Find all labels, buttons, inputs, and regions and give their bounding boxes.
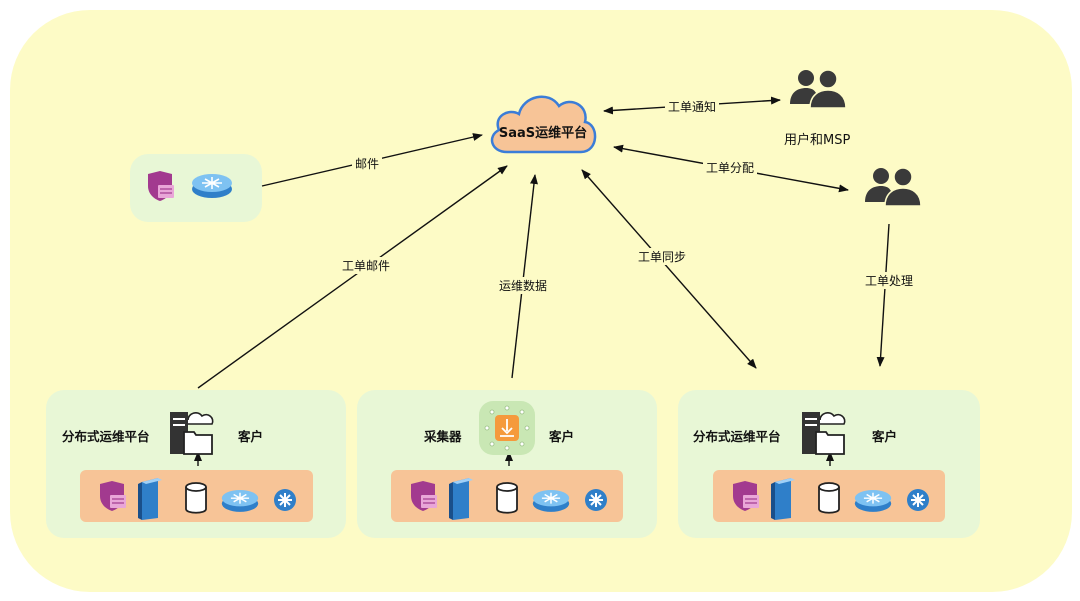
edge-ops-data [511, 174, 538, 379]
server-cloud-icon [802, 411, 846, 455]
network-switch-icon [907, 489, 929, 511]
database-icon [496, 482, 518, 514]
left-panel-customer: 客户 [238, 429, 264, 444]
cloud-icon [490, 95, 597, 154]
edge-label-ticket-handle: 工单处理 [862, 272, 917, 289]
server-cloud-icon [170, 411, 214, 455]
users-group-icon [790, 69, 847, 109]
edge-label-ticket-sync: 工单同步 [635, 248, 690, 265]
middle-panel-customer: 客户 [549, 429, 575, 444]
server-tower-icon [449, 478, 473, 520]
collector-icon [479, 401, 535, 455]
edge-label-ops-data: 运维数据 [496, 277, 551, 294]
database-icon [185, 482, 207, 514]
router-icon [532, 490, 570, 512]
server-tower-icon [138, 478, 162, 520]
router-icon [192, 174, 232, 198]
edge-label-mail: 邮件 [352, 155, 383, 172]
security-shield-icon [148, 171, 174, 201]
network-switch-icon [585, 489, 607, 511]
msp-group-icon [865, 167, 922, 207]
security-shield-icon [411, 481, 437, 511]
edge-label-ticket-assign: 工单分配 [703, 159, 758, 176]
middle-panel-title: 采集器 [424, 429, 462, 444]
right-panel-title: 分布式运维平台 [693, 429, 781, 444]
edge-ticket-handle [876, 223, 890, 367]
edge-ticket-mail [197, 165, 508, 389]
edge-label-ticket-mail: 工单邮件 [339, 257, 394, 274]
database-icon [818, 482, 840, 514]
router-icon [854, 490, 892, 512]
users-label: 用户和MSP [784, 133, 851, 148]
right-panel-customer: 客户 [872, 429, 898, 444]
left-panel-title: 分布式运维平台 [62, 429, 150, 444]
edge-ticket-sync [581, 169, 757, 369]
security-shield-icon [733, 481, 759, 511]
router-icon [221, 490, 259, 512]
edge-label-ticket-notify: 工单通知 [665, 98, 720, 115]
server-tower-icon [771, 478, 795, 520]
security-shield-icon [100, 481, 126, 511]
hub-label: SaaS运维平台 [498, 126, 588, 141]
network-switch-icon [274, 489, 296, 511]
